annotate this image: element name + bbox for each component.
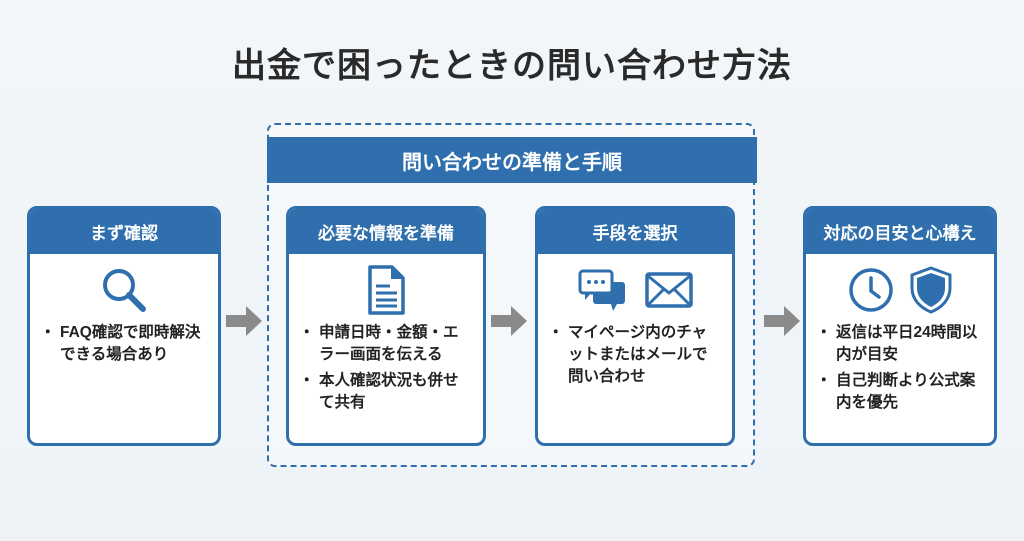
- page-title: 出金で困ったときの問い合わせ方法: [232, 47, 792, 85]
- bullet-item: 返信は平日24時間以内が目安: [816, 322, 984, 366]
- bullet-list: 返信は平日24時間以内が目安 自己判断より公式案内を優先: [806, 322, 994, 414]
- card-title: 対応の目安と心構え: [806, 209, 994, 254]
- clock-icon: [849, 268, 893, 312]
- bullet-list: 申請日時・金額・エラー画面を伝える 本人確認状況も併せて共有: [289, 322, 483, 414]
- card-title: 必要な情報を準備: [289, 209, 483, 254]
- card-title: まず確認: [30, 209, 218, 254]
- bullet-list: マイページ内のチャットまたはメールで問い合わせ: [538, 322, 732, 388]
- card-response-expectations: 対応の目安と心構え 返信は平日24時間以内が目安 自己判断より公式案内を優先: [803, 206, 997, 446]
- document-icon: [368, 265, 405, 315]
- shield-icon: [910, 266, 952, 314]
- bullet-item: 申請日時・金額・エラー画面を伝える: [299, 322, 473, 366]
- bullet-item: FAQ確認で即時解決できる場合あり: [40, 322, 208, 366]
- bullet-item: 自己判断より公式案内を優先: [816, 370, 984, 414]
- card-check-first: まず確認 FAQ確認で即時解決できる場合あり: [27, 206, 221, 446]
- process-group-header: 問い合わせの準備と手順: [267, 137, 757, 183]
- search-icon: [103, 269, 146, 312]
- card-title: 手段を選択: [538, 209, 732, 254]
- card-prepare-info: 必要な情報を準備 申請日時・金額・エラー画面を伝える 本人確認状況も併せて共有: [286, 206, 486, 446]
- chat-icon: [578, 269, 625, 311]
- arrow-right-icon: [491, 306, 527, 336]
- bullet-list: FAQ確認で即時解決できる場合あり: [30, 322, 218, 366]
- mail-icon: [645, 272, 693, 308]
- bullet-item: 本人確認状況も併せて共有: [299, 370, 473, 414]
- arrow-right-icon: [226, 306, 262, 336]
- card-choose-method: 手段を選択 マイページ内のチャットまたはメールで問い合わせ: [535, 206, 735, 446]
- bullet-item: マイページ内のチャットまたはメールで問い合わせ: [548, 322, 722, 388]
- arrow-right-icon: [764, 306, 800, 336]
